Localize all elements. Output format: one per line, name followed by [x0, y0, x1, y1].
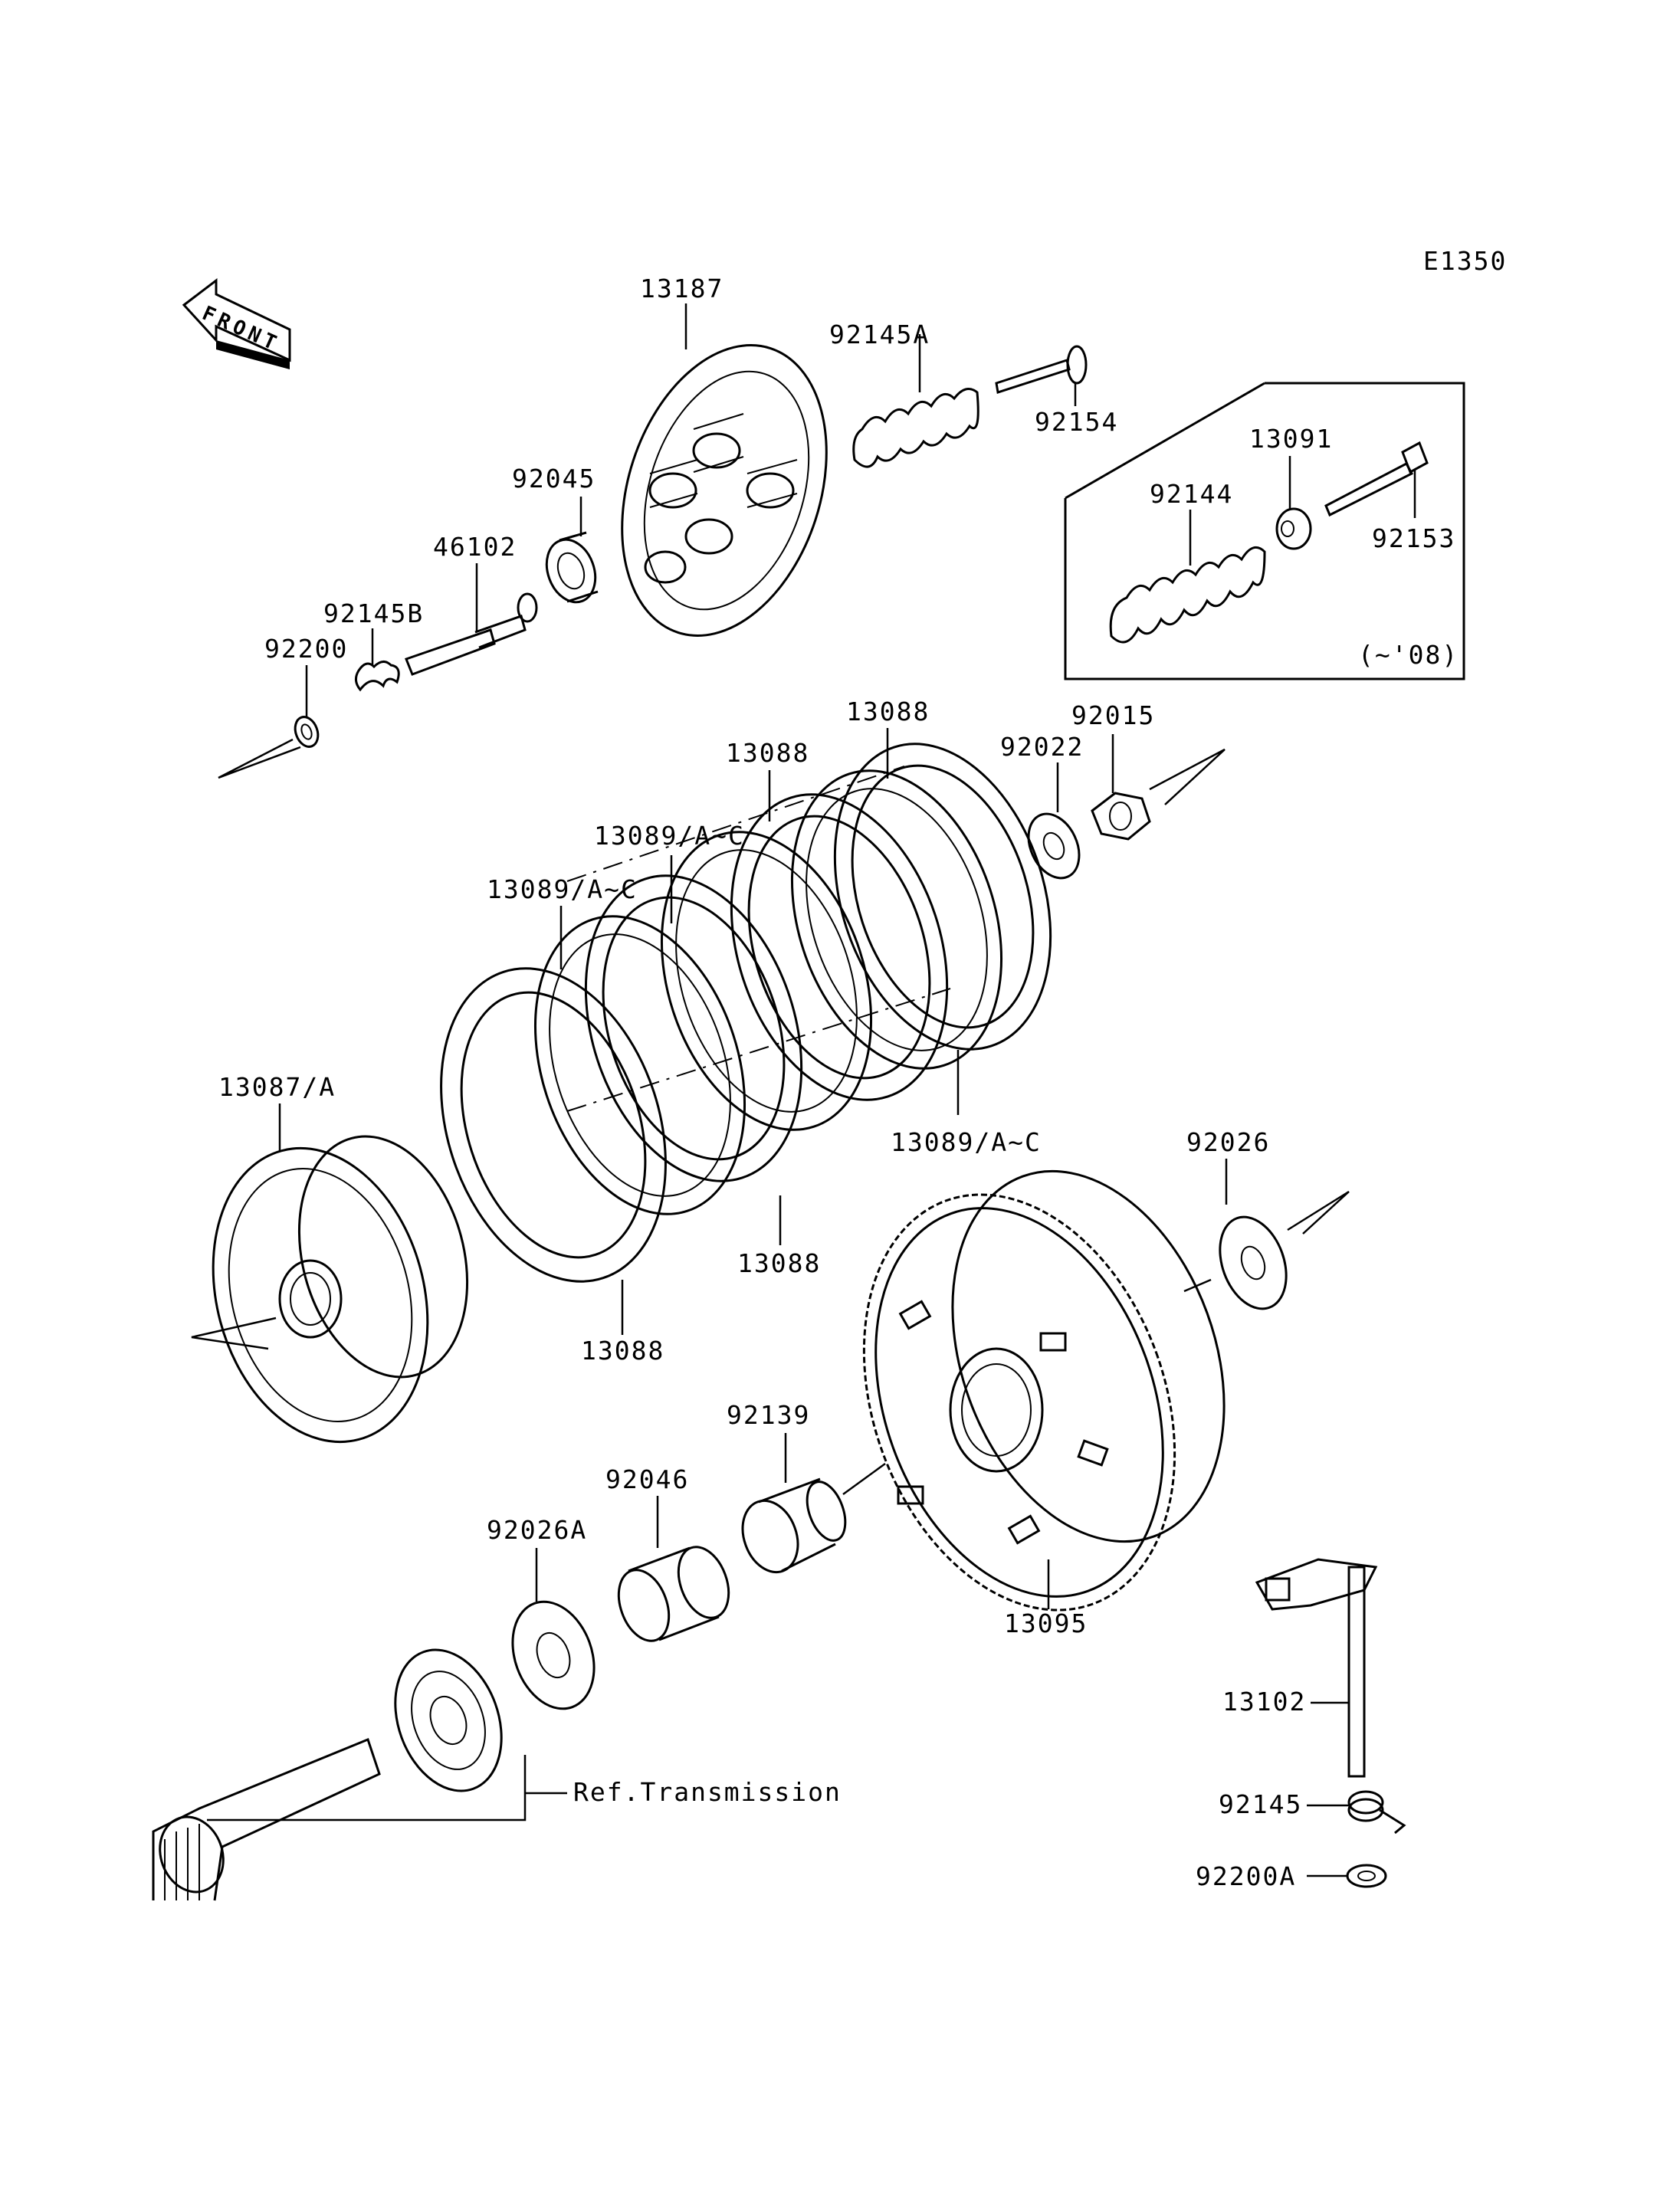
- label-92015: 92015: [1071, 700, 1155, 730]
- clutch-housing-gear-13095: [862, 1169, 1226, 1612]
- label-92145A: 92145A: [829, 320, 930, 349]
- washer-92026: [1219, 1215, 1288, 1310]
- variant-box-note: (~'08): [1358, 640, 1459, 670]
- label-13187: 13187: [640, 274, 724, 303]
- label-92139: 92139: [727, 1400, 810, 1430]
- bolt-92153: [1324, 441, 1429, 517]
- label-92200: 92200: [264, 634, 348, 664]
- label-92145B: 92145B: [323, 598, 424, 628]
- ball-bearing: [394, 1648, 503, 1792]
- nut-92015: [1091, 792, 1151, 841]
- transmission-shaft: [152, 1738, 381, 1901]
- label-92145: 92145: [1219, 1789, 1302, 1819]
- washer-92026A: [511, 1600, 596, 1710]
- label-92022: 92022: [1000, 732, 1084, 762]
- label-46102: 46102: [433, 532, 517, 562]
- washer-92200A: [1346, 1864, 1387, 1888]
- washer-92200: [294, 716, 320, 748]
- label-92046: 92046: [605, 1464, 689, 1494]
- steel-plate-13089-1: [533, 915, 746, 1215]
- label-13095: 13095: [1004, 1608, 1088, 1638]
- spring-92144: [1109, 546, 1266, 644]
- bearing-92045: [545, 531, 599, 604]
- label-13088-bottom: 13088: [581, 1336, 664, 1366]
- steel-plate-13089-2: [660, 831, 873, 1131]
- washer-92022: [1027, 812, 1081, 880]
- label-92154: 92154: [1035, 407, 1118, 437]
- release-shaft-13102: [1255, 1558, 1378, 1778]
- pushrod-46102: [405, 592, 538, 676]
- label-13102: 13102: [1222, 1687, 1306, 1717]
- needle-bearing-92046: [617, 1546, 730, 1642]
- label-92200A: 92200A: [1196, 1861, 1296, 1891]
- label-92026A: 92026A: [487, 1515, 587, 1545]
- friction-plate-13088-3: [730, 793, 949, 1101]
- label-13091: 13091: [1249, 424, 1333, 454]
- label-92045: 92045: [512, 464, 596, 494]
- pressure-plate-13187: [621, 344, 828, 637]
- label-13089-mid: 13089/A~C: [594, 821, 745, 851]
- variant-box: [1064, 382, 1465, 680]
- diagram-code: E1350: [1423, 246, 1507, 276]
- spring-92145A: [852, 388, 979, 468]
- reference-note-transmission: Ref.Transmission: [573, 1777, 842, 1807]
- label-13089-right: 13089/A~C: [891, 1127, 1042, 1157]
- clutch-hub-13087A: [212, 1135, 469, 1444]
- label-13087A: 13087/A: [218, 1072, 336, 1102]
- label-92153: 92153: [1372, 523, 1455, 553]
- front-arrow-icon: FRONT: [182, 277, 291, 369]
- bolt-92154: [995, 345, 1088, 394]
- sleeve-92139: [741, 1477, 847, 1574]
- label-13088-top: 13088: [846, 697, 930, 726]
- friction-plate-13088-2: [584, 874, 803, 1182]
- steel-plate-13089-3: [790, 769, 1003, 1070]
- label-13089-left: 13089/A~C: [487, 874, 638, 904]
- label-92144: 92144: [1150, 479, 1233, 509]
- spring-92145B: [355, 661, 400, 692]
- friction-plate-13088-front: [440, 967, 667, 1283]
- label-13088-upper: 13088: [726, 738, 809, 768]
- collar-13091: [1275, 507, 1312, 550]
- torsion-spring-92145: [1347, 1790, 1406, 1835]
- label-92026: 92026: [1186, 1127, 1270, 1157]
- label-13088-lower: 13088: [737, 1248, 821, 1278]
